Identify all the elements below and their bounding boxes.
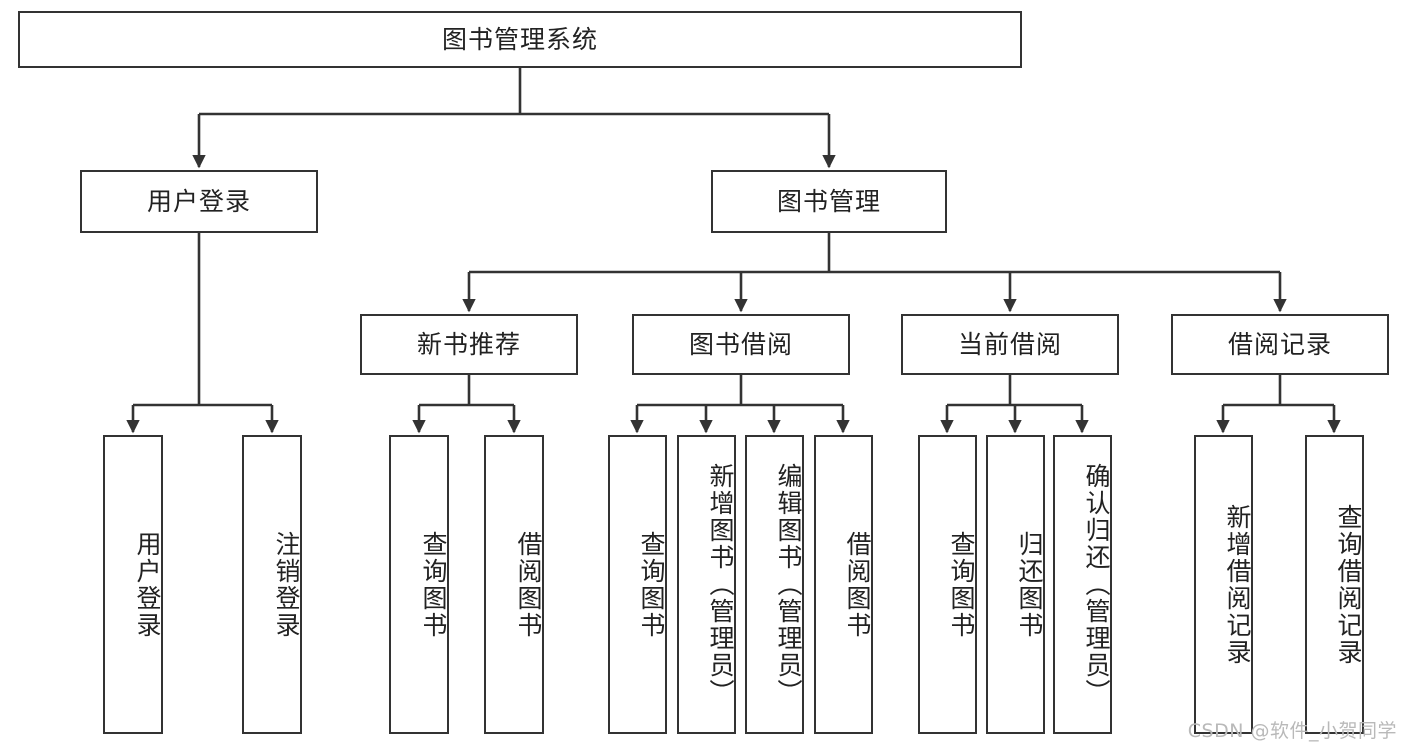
- node-leaf-add-record[interactable]: 新增借阅记录: [1194, 435, 1253, 734]
- node-leaf-query-book-cur[interactable]: 查询图书: [918, 435, 977, 734]
- node-label: 查询图书: [947, 530, 976, 639]
- node-label: 归还图书: [1015, 530, 1044, 639]
- node-leaf-query-book-rec[interactable]: 查询图书: [389, 435, 449, 734]
- node-label: 图书借阅: [688, 329, 793, 359]
- watermark-text: CSDN @软件_小贺同学: [1187, 720, 1397, 742]
- node-leaf-logout-login[interactable]: 注销登录: [242, 435, 302, 734]
- node-book-borrow[interactable]: 图书借阅: [632, 314, 850, 375]
- node-label: 新增图书（管理员）: [706, 463, 735, 706]
- node-leaf-confirm-return[interactable]: 确认归还（管理员）: [1053, 435, 1112, 734]
- node-label: 用户登录: [146, 186, 251, 216]
- node-label: 用户登录: [133, 530, 162, 639]
- node-new-book-recommend[interactable]: 新书推荐: [360, 314, 578, 375]
- node-label: 编辑图书（管理员）: [774, 463, 803, 706]
- node-leaf-query-book-borrow[interactable]: 查询图书: [608, 435, 667, 734]
- node-label: 图书管理: [776, 186, 881, 216]
- node-label: 图书管理系统: [441, 24, 598, 54]
- node-label: 确认归还（管理员）: [1082, 463, 1111, 706]
- node-leaf-borrow-book[interactable]: 借阅图书: [814, 435, 873, 734]
- node-borrow-record[interactable]: 借阅记录: [1171, 314, 1389, 375]
- node-label: 当前借阅: [957, 329, 1062, 359]
- node-label: 查询图书: [419, 530, 448, 639]
- node-label: 注销登录: [272, 530, 301, 639]
- node-leaf-edit-book[interactable]: 编辑图书（管理员）: [745, 435, 804, 734]
- node-book-manage[interactable]: 图书管理: [711, 170, 947, 233]
- node-label: 查询借阅记录: [1334, 503, 1363, 666]
- node-leaf-borrow-book-rec[interactable]: 借阅图书: [484, 435, 544, 734]
- node-label: 借阅图书: [843, 530, 872, 639]
- node-leaf-add-book[interactable]: 新增图书（管理员）: [677, 435, 736, 734]
- node-label: 查询图书: [637, 530, 666, 639]
- node-leaf-return-book[interactable]: 归还图书: [986, 435, 1045, 734]
- node-current-borrow[interactable]: 当前借阅: [901, 314, 1119, 375]
- node-label: 借阅记录: [1227, 329, 1332, 359]
- node-label: 新增借阅记录: [1223, 503, 1252, 666]
- node-leaf-query-record[interactable]: 查询借阅记录: [1305, 435, 1364, 734]
- node-label: 借阅图书: [514, 530, 543, 639]
- node-leaf-user-login[interactable]: 用户登录: [103, 435, 163, 734]
- node-user-login[interactable]: 用户登录: [80, 170, 318, 233]
- node-label: 新书推荐: [416, 329, 521, 359]
- node-root-图书管理系统[interactable]: 图书管理系统: [18, 11, 1022, 68]
